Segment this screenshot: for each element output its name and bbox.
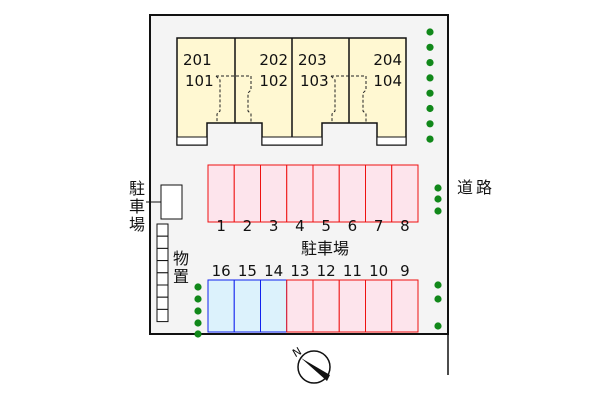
side-parking-char: 車 [129, 197, 145, 216]
unit-number-upper: 204 [373, 51, 402, 69]
parking-space-9 [391, 279, 419, 333]
tree-icon [194, 307, 202, 315]
parking-number: 3 [269, 217, 279, 235]
parking-number: 10 [369, 262, 388, 280]
tree-icon [434, 195, 442, 203]
parking-number: 6 [348, 217, 358, 235]
apartment-building: 201 101 202 102 203 103 204 104 [176, 37, 407, 146]
parking-space-14 [260, 279, 288, 333]
parking-number: 14 [264, 262, 283, 280]
parking-space-7 [365, 164, 393, 223]
parking-number: 9 [400, 262, 410, 280]
parking-number: 11 [343, 262, 362, 280]
parking-space-12 [312, 279, 340, 333]
tree-icon [434, 184, 442, 192]
storage-unit [156, 308, 169, 323]
tree-icon [434, 281, 442, 289]
tree-icon [194, 330, 202, 338]
parking-space-16 [207, 279, 235, 333]
parking-number: 2 [243, 217, 253, 235]
parking-number: 1 [216, 217, 226, 235]
tree-icon [426, 74, 434, 82]
parking-number: 12 [317, 262, 336, 280]
stairway [330, 75, 367, 123]
unit-number-lower: 103 [300, 72, 329, 90]
parking-space-13 [286, 279, 314, 333]
parking-number: 16 [212, 262, 231, 280]
tree-icon [194, 319, 202, 327]
tree-icon [194, 295, 202, 303]
balcony [376, 136, 407, 146]
parking-number: 8 [400, 217, 410, 235]
tree-icon [434, 322, 442, 330]
storage-units [156, 223, 169, 323]
tree-icon [426, 89, 434, 97]
tree-icon [426, 120, 434, 128]
side-parking-box [160, 184, 183, 220]
storage-unit [156, 247, 169, 262]
tree-icon [426, 135, 434, 143]
tree-icon [426, 28, 434, 36]
road-label-1: 道 [457, 178, 473, 197]
tree-icon [194, 283, 202, 291]
side-parking-char: 場 [129, 215, 145, 234]
unit-number-lower: 104 [373, 72, 402, 90]
parking-number: 7 [374, 217, 384, 235]
parking-space-5 [312, 164, 340, 223]
parking-space-1 [207, 164, 235, 223]
parking-number: 4 [295, 217, 305, 235]
parking-number: 13 [290, 262, 309, 280]
balcony [176, 136, 208, 146]
parking-space-6 [338, 164, 366, 223]
parking-space-2 [233, 164, 261, 223]
tree-icon [426, 104, 434, 113]
side-parking-char: 駐 [129, 179, 145, 198]
storage-unit [156, 260, 169, 274]
tree-icon [426, 43, 434, 51]
parking-space-10 [365, 279, 393, 333]
storage-unit [156, 223, 169, 237]
trees [194, 28, 442, 338]
parking-label: 駐車場 [301, 239, 349, 258]
unit-number-lower: 102 [259, 72, 288, 90]
parking-space-11 [338, 279, 366, 333]
storage-unit [156, 296, 169, 310]
road-label-2: 路 [476, 178, 492, 197]
parking-number: 5 [321, 217, 331, 235]
stairway [215, 75, 252, 123]
unit-number-upper: 202 [259, 51, 288, 69]
storage-unit [156, 284, 169, 298]
parking-space-4 [286, 164, 314, 223]
tree-icon [434, 207, 442, 215]
tree-icon [434, 295, 442, 303]
storage-unit [156, 235, 169, 249]
parking-space-15 [233, 279, 261, 333]
storage-label-char: 置 [173, 267, 189, 286]
compass-icon: N [290, 345, 331, 384]
storage-unit [156, 272, 169, 286]
tree-icon [426, 59, 434, 67]
unit-number-upper: 203 [298, 51, 327, 69]
storage-label-char: 物 [173, 249, 189, 268]
unit-number-upper: 201 [183, 51, 212, 69]
unit-number-lower: 101 [185, 72, 214, 90]
parking-space-8 [391, 164, 419, 223]
balcony [261, 136, 323, 146]
parking-space-3 [260, 164, 288, 223]
parking-number: 15 [238, 262, 257, 280]
